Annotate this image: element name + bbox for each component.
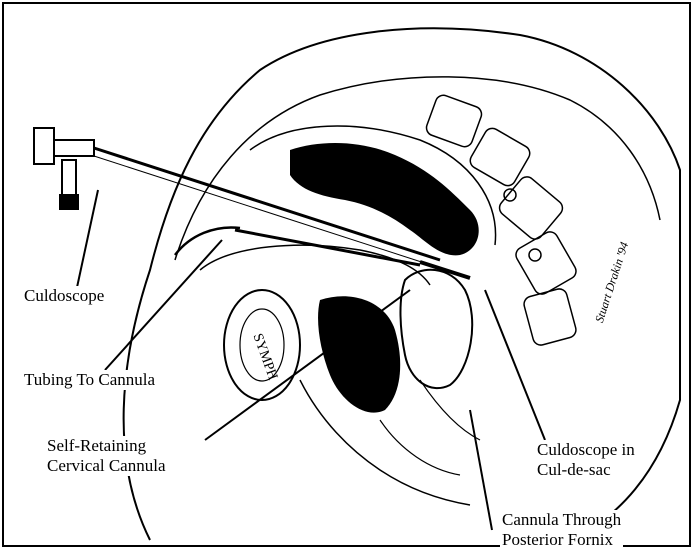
bowel-dark [290,143,479,255]
label-culdoscope-in-cul-de-sac: Culdoscope in Cul-de-sac [535,440,637,480]
svg-text:SYMPH: SYMPH [249,332,280,382]
label-cannula-line2: Posterior Fornix [502,530,621,550]
label-self-line1: Self-Retaining [47,436,166,456]
label-culdoscope: Culdoscope [22,286,106,306]
label-culdoscope-text: Culdoscope [24,286,104,305]
uterus [400,270,472,388]
label-self-line2: Cervical Cannula [47,456,166,476]
label-cannula-line1: Cannula Through [502,510,621,530]
label-cannula-through-posterior-fornix: Cannula Through Posterior Fornix [500,510,623,550]
label-self-retaining-cervical-cannula: Self-Retaining Cervical Cannula [45,436,168,476]
label-tubing-to-cannula: Tubing To Cannula [22,370,157,390]
label-tubing-text: Tubing To Cannula [24,370,155,389]
label-cul-line1: Culdoscope in [537,440,635,460]
cavity-dark [318,296,400,412]
bladder-folds [200,245,430,285]
label-cul-line2: Cul-de-sac [537,460,635,480]
